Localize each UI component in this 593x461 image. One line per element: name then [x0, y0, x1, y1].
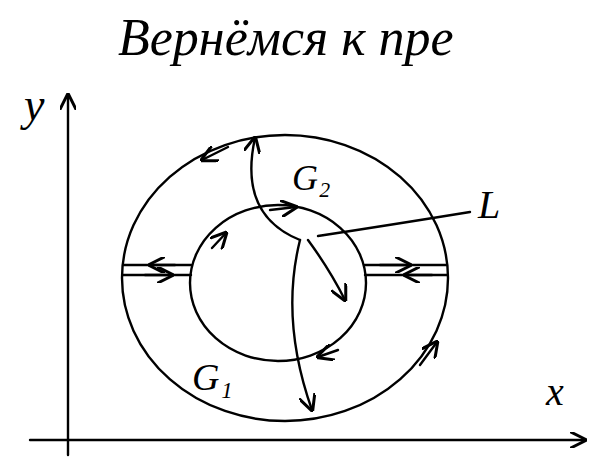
orientation-arrow: [212, 233, 226, 248]
cut-arrow: [380, 264, 410, 266]
orientation-arrow: [202, 147, 228, 160]
cut-arrow: [150, 264, 175, 266]
outer-circle: [122, 135, 448, 421]
leader-line: [318, 212, 470, 236]
axis-label: x: [546, 372, 564, 412]
orientation-arrow: [420, 342, 437, 365]
curve-l: [292, 240, 312, 410]
heading-text: Вернёмся к пре: [118, 12, 454, 64]
right-cut: [365, 265, 447, 275]
region-label: G₁: [192, 358, 233, 396]
region-label: G₂: [292, 160, 331, 196]
cut-arrow: [145, 274, 172, 276]
orientation-arrow: [270, 207, 296, 210]
cut-arrow: [405, 274, 432, 276]
curve-label: L: [478, 185, 500, 225]
x-axis: [30, 439, 585, 441]
y-axis: [67, 95, 69, 455]
left-cut: [123, 265, 191, 275]
axis-label: y: [24, 82, 44, 128]
curve-l: [308, 240, 345, 300]
orientation-arrow: [318, 350, 338, 357]
